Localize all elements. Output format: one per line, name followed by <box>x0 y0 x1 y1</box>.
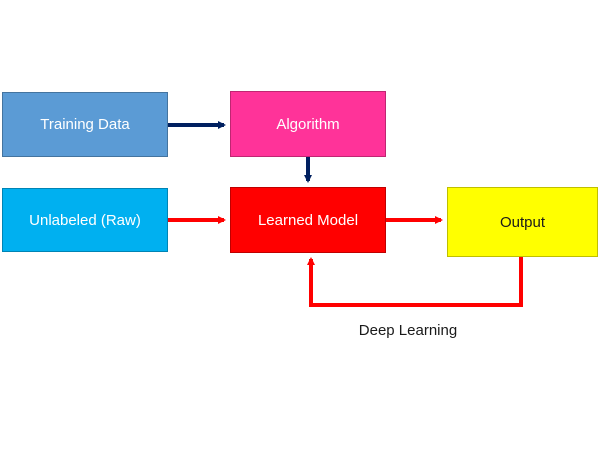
algorithm-label: Algorithm <box>276 115 340 133</box>
output-label: Output <box>499 213 546 231</box>
training-data-label: Training Data <box>40 116 130 133</box>
learned-model-box: Learned Model <box>230 187 386 253</box>
training-data-box: Training Data <box>2 92 168 157</box>
unlabeled-raw-box: Unlabeled (Raw) <box>2 188 168 252</box>
unlabeled-raw-label: Unlabeled (Raw) <box>29 211 141 229</box>
output-box: Output <box>447 187 598 257</box>
arrow-output-to-model-feedback <box>307 257 523 307</box>
algorithm-box: Algorithm <box>230 91 386 157</box>
deep-learning-caption: Deep Learning <box>358 322 458 339</box>
learned-model-label: Learned Model <box>257 211 359 229</box>
